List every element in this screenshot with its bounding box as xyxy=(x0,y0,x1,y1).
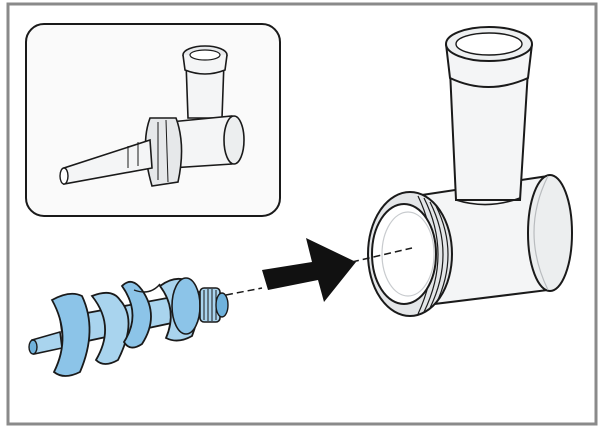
inset-ring-nut xyxy=(144,117,183,187)
meat-grinder-housing-icon xyxy=(367,26,573,317)
insertion-arrow xyxy=(262,238,356,302)
screw-flight-2 xyxy=(90,291,130,365)
sausage-attachment-inset-icon xyxy=(25,23,281,217)
housing-feed-tube xyxy=(448,69,530,201)
housing-rear-cap xyxy=(527,174,573,292)
insertion-arrow-icon xyxy=(225,238,413,302)
screw-gear xyxy=(199,287,229,323)
figure-frame xyxy=(6,2,598,426)
screw-flight-3 xyxy=(120,280,152,349)
axis-line-left xyxy=(225,287,263,296)
screw-flight-1 xyxy=(50,292,91,377)
feed-screw-icon xyxy=(28,277,229,377)
housing-opening xyxy=(371,203,437,305)
